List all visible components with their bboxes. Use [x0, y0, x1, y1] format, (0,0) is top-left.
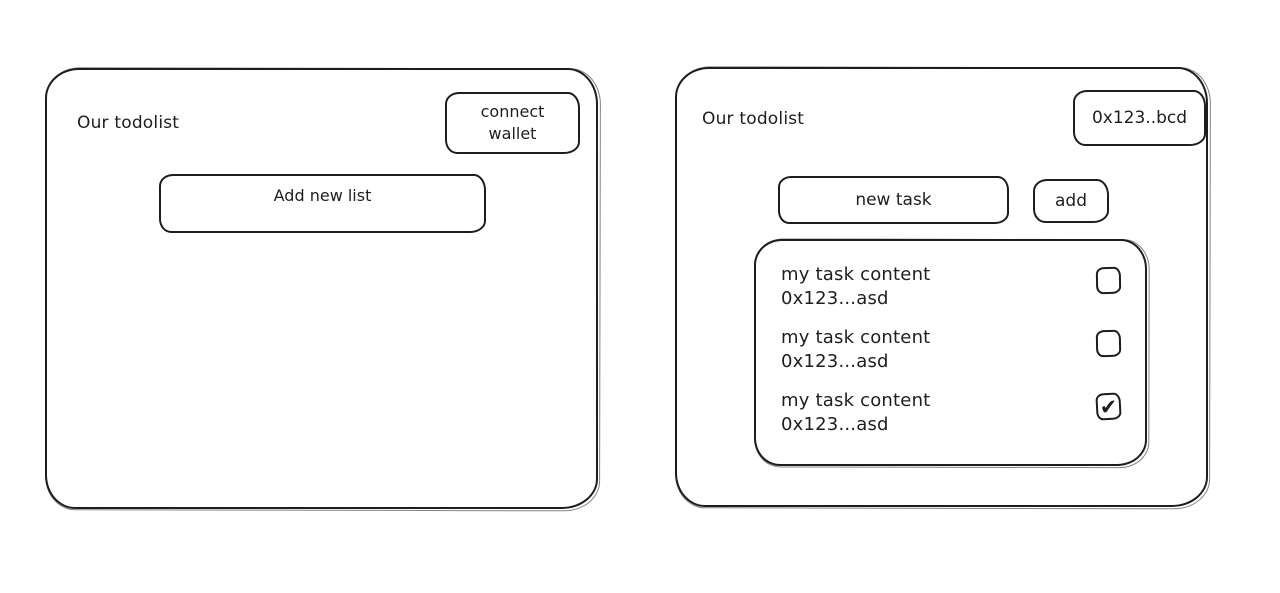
todolist-panel-connected: Our todolist 0x123..bcd add my task cont… — [675, 67, 1208, 507]
new-task-input[interactable] — [778, 176, 1009, 224]
add-task-button[interactable]: add — [1033, 179, 1109, 223]
task-address-label: 0x123...asd — [781, 414, 889, 435]
todolist-panel-disconnected: Our todolist connect wallet Add new list — [45, 68, 598, 509]
task-address-label: 0x123...asd — [781, 351, 889, 372]
task-content-label: my task content — [781, 327, 931, 348]
task-content-label: my task content — [781, 264, 931, 285]
task-list: my task content 0x123...asd my task cont… — [754, 239, 1147, 466]
wallet-address-button[interactable]: 0x123..bcd — [1073, 90, 1206, 146]
task-content-label: my task content — [781, 390, 931, 411]
task-checkbox-checked[interactable]: ✔ — [1095, 392, 1122, 421]
task-row: my task content 0x123...asd — [781, 326, 1125, 374]
task-row: my task content 0x123...asd ✔ — [781, 389, 1125, 437]
page-title: Our todolist — [702, 109, 805, 129]
add-new-list-button[interactable]: Add new list — [159, 174, 486, 233]
task-address-label: 0x123...asd — [781, 288, 889, 309]
task-checkbox[interactable] — [1095, 266, 1122, 295]
task-checkbox[interactable] — [1095, 329, 1122, 358]
page-title: Our todolist — [77, 113, 180, 133]
task-row: my task content 0x123...asd — [781, 263, 1125, 311]
connect-wallet-button[interactable]: connect wallet — [445, 92, 580, 154]
